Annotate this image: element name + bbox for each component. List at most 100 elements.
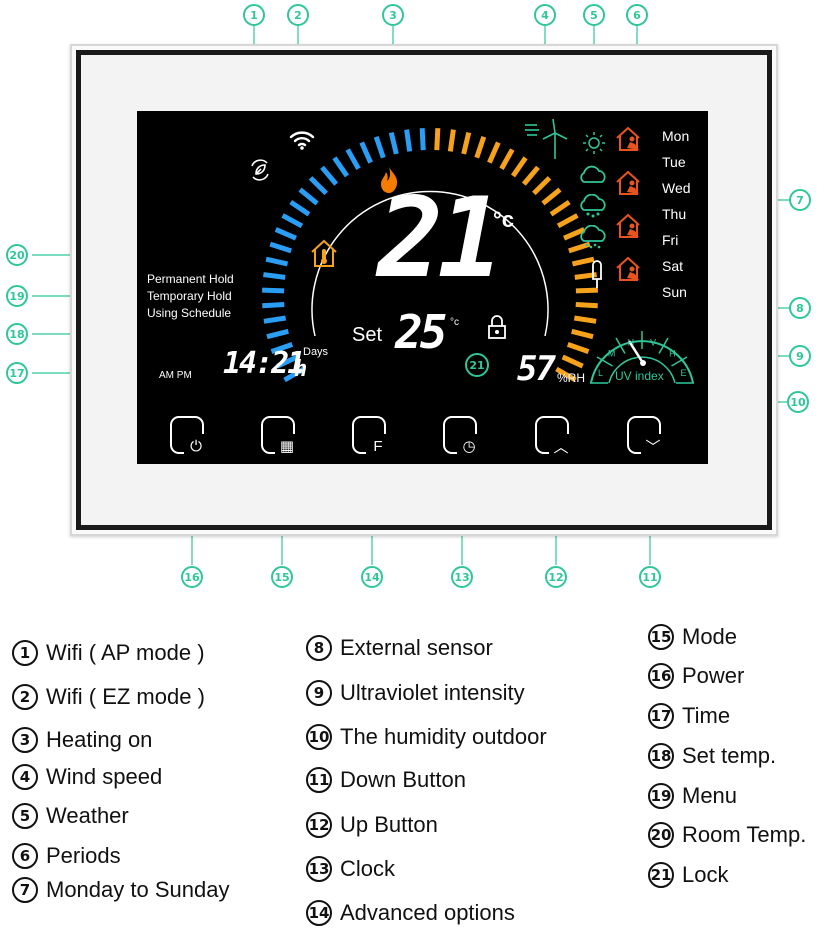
legend-text: Heating on bbox=[46, 727, 153, 752]
legend-number: 3 bbox=[12, 727, 38, 753]
legend-item-14: 14 Advanced options bbox=[306, 900, 515, 926]
legend-text: Ultraviolet intensity bbox=[340, 680, 525, 705]
arc-tick bbox=[345, 148, 361, 170]
arc-tick bbox=[274, 227, 297, 241]
legend-number: 6 bbox=[12, 843, 38, 869]
legend-text: Down Button bbox=[340, 767, 466, 792]
arc-tick bbox=[332, 156, 350, 178]
power-button[interactable]: ⏻ bbox=[170, 416, 208, 458]
day-fri: Fri bbox=[662, 232, 679, 248]
legend-number: 16 bbox=[648, 663, 674, 689]
legend-text: Monday to Sunday bbox=[46, 877, 230, 902]
callout-5: 5 bbox=[583, 4, 605, 26]
arc-tick bbox=[298, 187, 319, 206]
grid-icon: ▦ bbox=[275, 434, 299, 458]
day-wed: Wed bbox=[662, 180, 691, 196]
arc-tick bbox=[555, 366, 577, 383]
sun-icon bbox=[582, 131, 606, 155]
legend-text: Advanced options bbox=[340, 900, 515, 925]
callout-11: 11 bbox=[639, 566, 661, 588]
room-temp-home-icon bbox=[310, 238, 338, 268]
arc-tick bbox=[549, 199, 571, 217]
legend-text: Time bbox=[682, 703, 731, 728]
outdoor-humidity: 57 bbox=[517, 349, 556, 389]
period-1-icon bbox=[615, 126, 645, 151]
legend-text: Mode bbox=[682, 624, 738, 649]
callout-12: 12 bbox=[545, 566, 567, 588]
legend-text: External sensor bbox=[340, 635, 493, 660]
arc-tick bbox=[510, 156, 528, 178]
uv-scale-letter: L bbox=[598, 368, 603, 378]
arc-tick bbox=[263, 315, 287, 324]
callout-20: 20 bbox=[6, 244, 28, 266]
uv-scale-letter: M bbox=[608, 349, 616, 359]
legend-number: 1 bbox=[12, 640, 38, 666]
chevron-down-icon: ﹀ bbox=[641, 434, 665, 458]
temperature-arc bbox=[262, 128, 598, 383]
arc-tick bbox=[283, 366, 305, 383]
legend-text: Menu bbox=[682, 783, 738, 808]
legend-text: Wifi ( EZ mode ) bbox=[46, 684, 205, 709]
mode-button[interactable]: ▦ bbox=[261, 416, 299, 458]
legend-text: Up Button bbox=[340, 812, 438, 837]
lcd-screen: Mon Tue Wed Thu Fri Sat Sun Permanent Ho… bbox=[137, 111, 708, 464]
down-button[interactable]: ﹀ bbox=[627, 416, 665, 458]
arc-tick bbox=[434, 128, 441, 151]
clock-button[interactable]: ◷ bbox=[443, 416, 481, 458]
legend-text: Power bbox=[682, 663, 745, 688]
legend-number: 4 bbox=[12, 764, 38, 790]
uv-scale-letter: V bbox=[650, 337, 656, 347]
legend-number: 18 bbox=[648, 743, 674, 769]
legend-text: Room Temp. bbox=[682, 822, 807, 847]
arc-tick bbox=[262, 287, 285, 294]
uv-scale-letter: H bbox=[669, 349, 676, 359]
advanced-options-button[interactable]: F bbox=[352, 416, 390, 458]
legend-number: 20 bbox=[648, 822, 674, 848]
arc-tick bbox=[556, 213, 579, 229]
legend-number: 21 bbox=[648, 862, 674, 888]
menu-temporary-hold: Temporary Hold bbox=[147, 289, 232, 303]
callout-14: 14 bbox=[361, 566, 383, 588]
lock-icon bbox=[486, 314, 508, 340]
hold-menu: Permanent Hold Temporary Hold Using Sche… bbox=[147, 271, 234, 322]
power-icon: ⏻ bbox=[184, 434, 208, 458]
callout-7: 7 bbox=[789, 189, 811, 211]
set-temperature-unit: °c bbox=[450, 317, 459, 328]
menu-permanent-hold: Permanent Hold bbox=[147, 272, 234, 286]
arc-tick bbox=[419, 128, 426, 151]
arc-tick bbox=[532, 176, 552, 196]
rain-cloud-icon bbox=[578, 193, 608, 218]
callout-10: 10 bbox=[787, 391, 809, 413]
up-button[interactable]: ︿ bbox=[535, 416, 573, 458]
legend-item-16: 16 Power bbox=[648, 663, 744, 689]
arc-tick bbox=[571, 328, 594, 340]
hours-unit: h bbox=[294, 357, 308, 382]
uv-index-label: UV index bbox=[615, 369, 664, 383]
day-sat: Sat bbox=[662, 258, 684, 274]
wifi-ez-icon bbox=[289, 129, 315, 151]
wind-speed-icon bbox=[523, 117, 569, 161]
arc-tick bbox=[262, 301, 285, 309]
callout-19: 19 bbox=[6, 285, 28, 307]
arc-tick bbox=[487, 141, 501, 164]
legend-item-20: 20 Room Temp. bbox=[648, 822, 806, 848]
legend-number: 14 bbox=[306, 900, 332, 926]
snow-cloud-icon bbox=[578, 224, 608, 249]
arc-tick bbox=[320, 165, 339, 186]
legend-text: The humidity outdoor bbox=[340, 724, 547, 749]
arc-tick bbox=[276, 354, 299, 369]
external-sensor-icon bbox=[590, 259, 604, 289]
am-pm-indicator: AM PM bbox=[159, 370, 192, 381]
humidity-unit: %RH bbox=[557, 371, 586, 385]
arc-tick bbox=[308, 176, 328, 196]
arc-tick bbox=[263, 272, 286, 280]
